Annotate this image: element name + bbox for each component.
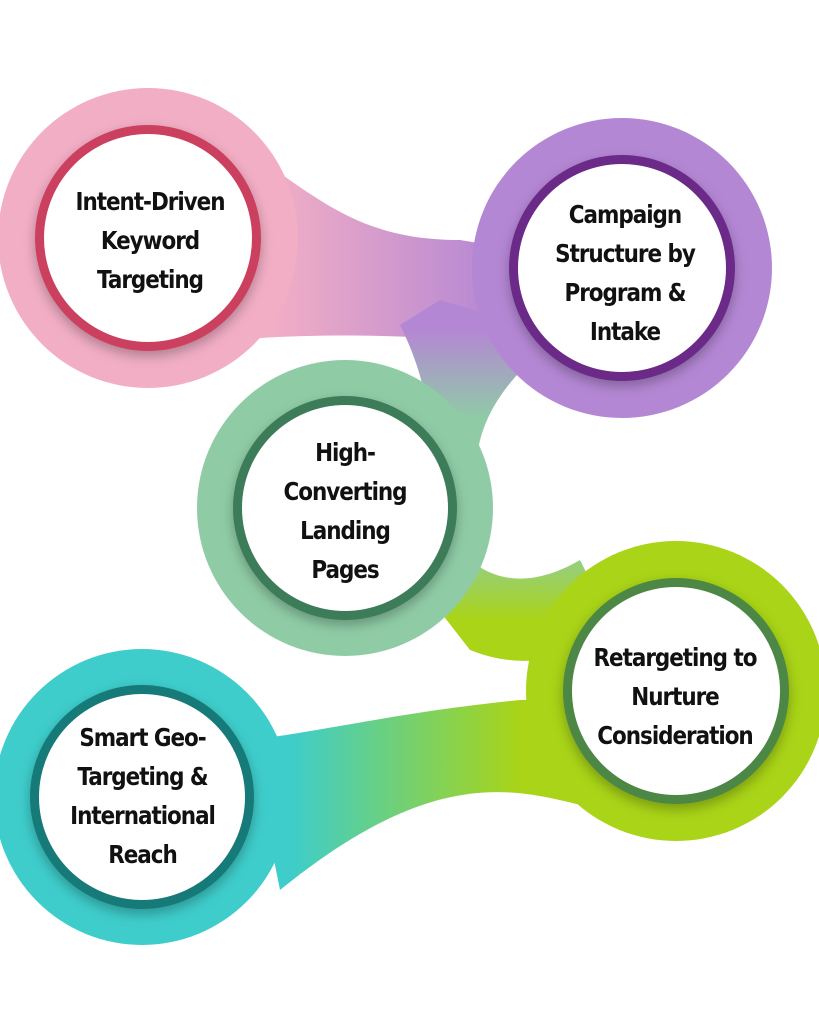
node-retargeting — [526, 541, 819, 841]
node-high-converting-landing-pages — [197, 360, 493, 656]
node-smart-geo-targeting — [0, 649, 290, 945]
node-label-high-converting-landing-pages: High-Converting Landing Pages — [283, 438, 407, 584]
connector-teal-lime — [250, 700, 600, 890]
node-label-campaign-structure: Campaign Structure by Program & Intake — [555, 200, 696, 346]
connector-pink-purple — [230, 145, 520, 340]
node-smart-geo-targeting-center — [39, 694, 245, 900]
node-label-intent-driven-keyword-targeting: Intent-Driven Keyword Targeting — [75, 186, 226, 294]
node-campaign-structure — [472, 118, 772, 418]
node-retargeting-center — [572, 587, 780, 795]
node-high-converting-landing-pages-center — [242, 405, 448, 611]
node-label-retargeting: Retargeting to Nurture Consideration — [593, 642, 758, 750]
node-intent-driven-keyword-targeting — [0, 88, 298, 388]
node-label-smart-geo-targeting: Smart Geo-Targeting & International Reac… — [70, 723, 216, 869]
node-campaign-structure-center — [518, 164, 726, 372]
node-intent-driven-keyword-targeting-center — [44, 134, 252, 342]
